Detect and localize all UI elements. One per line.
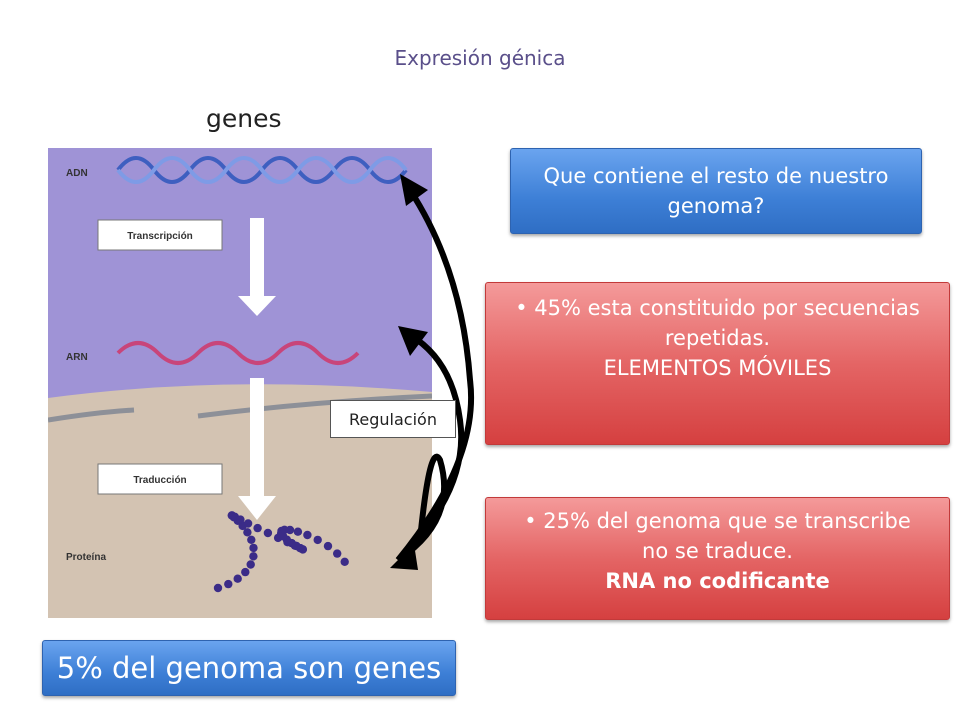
protein-bead	[233, 574, 242, 583]
protein-bead	[243, 519, 253, 528]
central-dogma-diagram: ADN ARN Proteína Transcripción Traducció…	[48, 148, 432, 618]
transcripcion-box	[97, 219, 223, 251]
arrowhead-rna	[398, 326, 428, 356]
protein-chain	[213, 511, 349, 593]
nuclear-membrane	[197, 393, 432, 419]
protein-bead	[224, 579, 233, 589]
label-transcripcion: Transcripción	[127, 231, 193, 242]
protein-bead	[249, 543, 258, 553]
dna-helix	[116, 156, 408, 184]
rna-no-codificante-text: RNA no codificante	[605, 569, 830, 593]
nucleus-background	[48, 148, 432, 398]
protein-bead	[333, 549, 342, 558]
page-title: Expresión génica	[394, 46, 566, 70]
protein-bead	[247, 535, 256, 544]
label-arn: ARN	[66, 352, 88, 363]
regulacion-label: Regulación	[330, 400, 456, 438]
genes-percentage-box: 5% del genoma son genes	[42, 640, 456, 696]
arrowhead-protein	[390, 544, 418, 570]
moviles-text: ELEMENTOS MÓVILES	[603, 356, 832, 380]
repeats-text: • 45% esta constituido por secuencias re…	[515, 296, 920, 350]
protein-bead	[313, 535, 322, 545]
arrow-to-protein	[396, 453, 448, 563]
protein-bead	[249, 552, 258, 561]
arrowhead-dna	[400, 174, 428, 206]
protein-bead	[253, 523, 262, 533]
protein-bead	[323, 541, 333, 551]
protein-bead	[243, 528, 252, 537]
traduccion-box	[97, 463, 223, 495]
arrow-to-rna	[395, 332, 465, 563]
protein-bead	[285, 525, 295, 535]
ncrna-box: • 25% del genoma que se transcribe no se…	[485, 497, 950, 620]
protein-bead	[263, 528, 273, 538]
protein-bead	[213, 583, 223, 593]
genes-heading: genes	[206, 104, 282, 133]
repeats-box: • 45% esta constituido por secuencias re…	[485, 282, 950, 445]
protein-bead	[246, 560, 255, 569]
regulation-arrows	[390, 174, 475, 570]
arrow-to-dna	[395, 188, 475, 562]
label-proteina: Proteína	[66, 552, 106, 563]
label-traduccion: Traducción	[133, 475, 186, 486]
nuclear-membrane-left	[48, 407, 135, 423]
protein-bead	[303, 530, 312, 540]
label-adn: ADN	[66, 168, 88, 179]
protein-bead	[236, 515, 245, 524]
protein-bead	[241, 567, 250, 577]
rna-strand	[116, 341, 360, 365]
protein-bead	[340, 557, 349, 566]
protein-bead	[293, 527, 303, 536]
ncrna-text: • 25% del genoma que se transcribe no se…	[524, 509, 911, 563]
flow-arrows	[238, 218, 276, 520]
question-box: Que contiene el resto de nuestro genoma?	[510, 148, 922, 234]
